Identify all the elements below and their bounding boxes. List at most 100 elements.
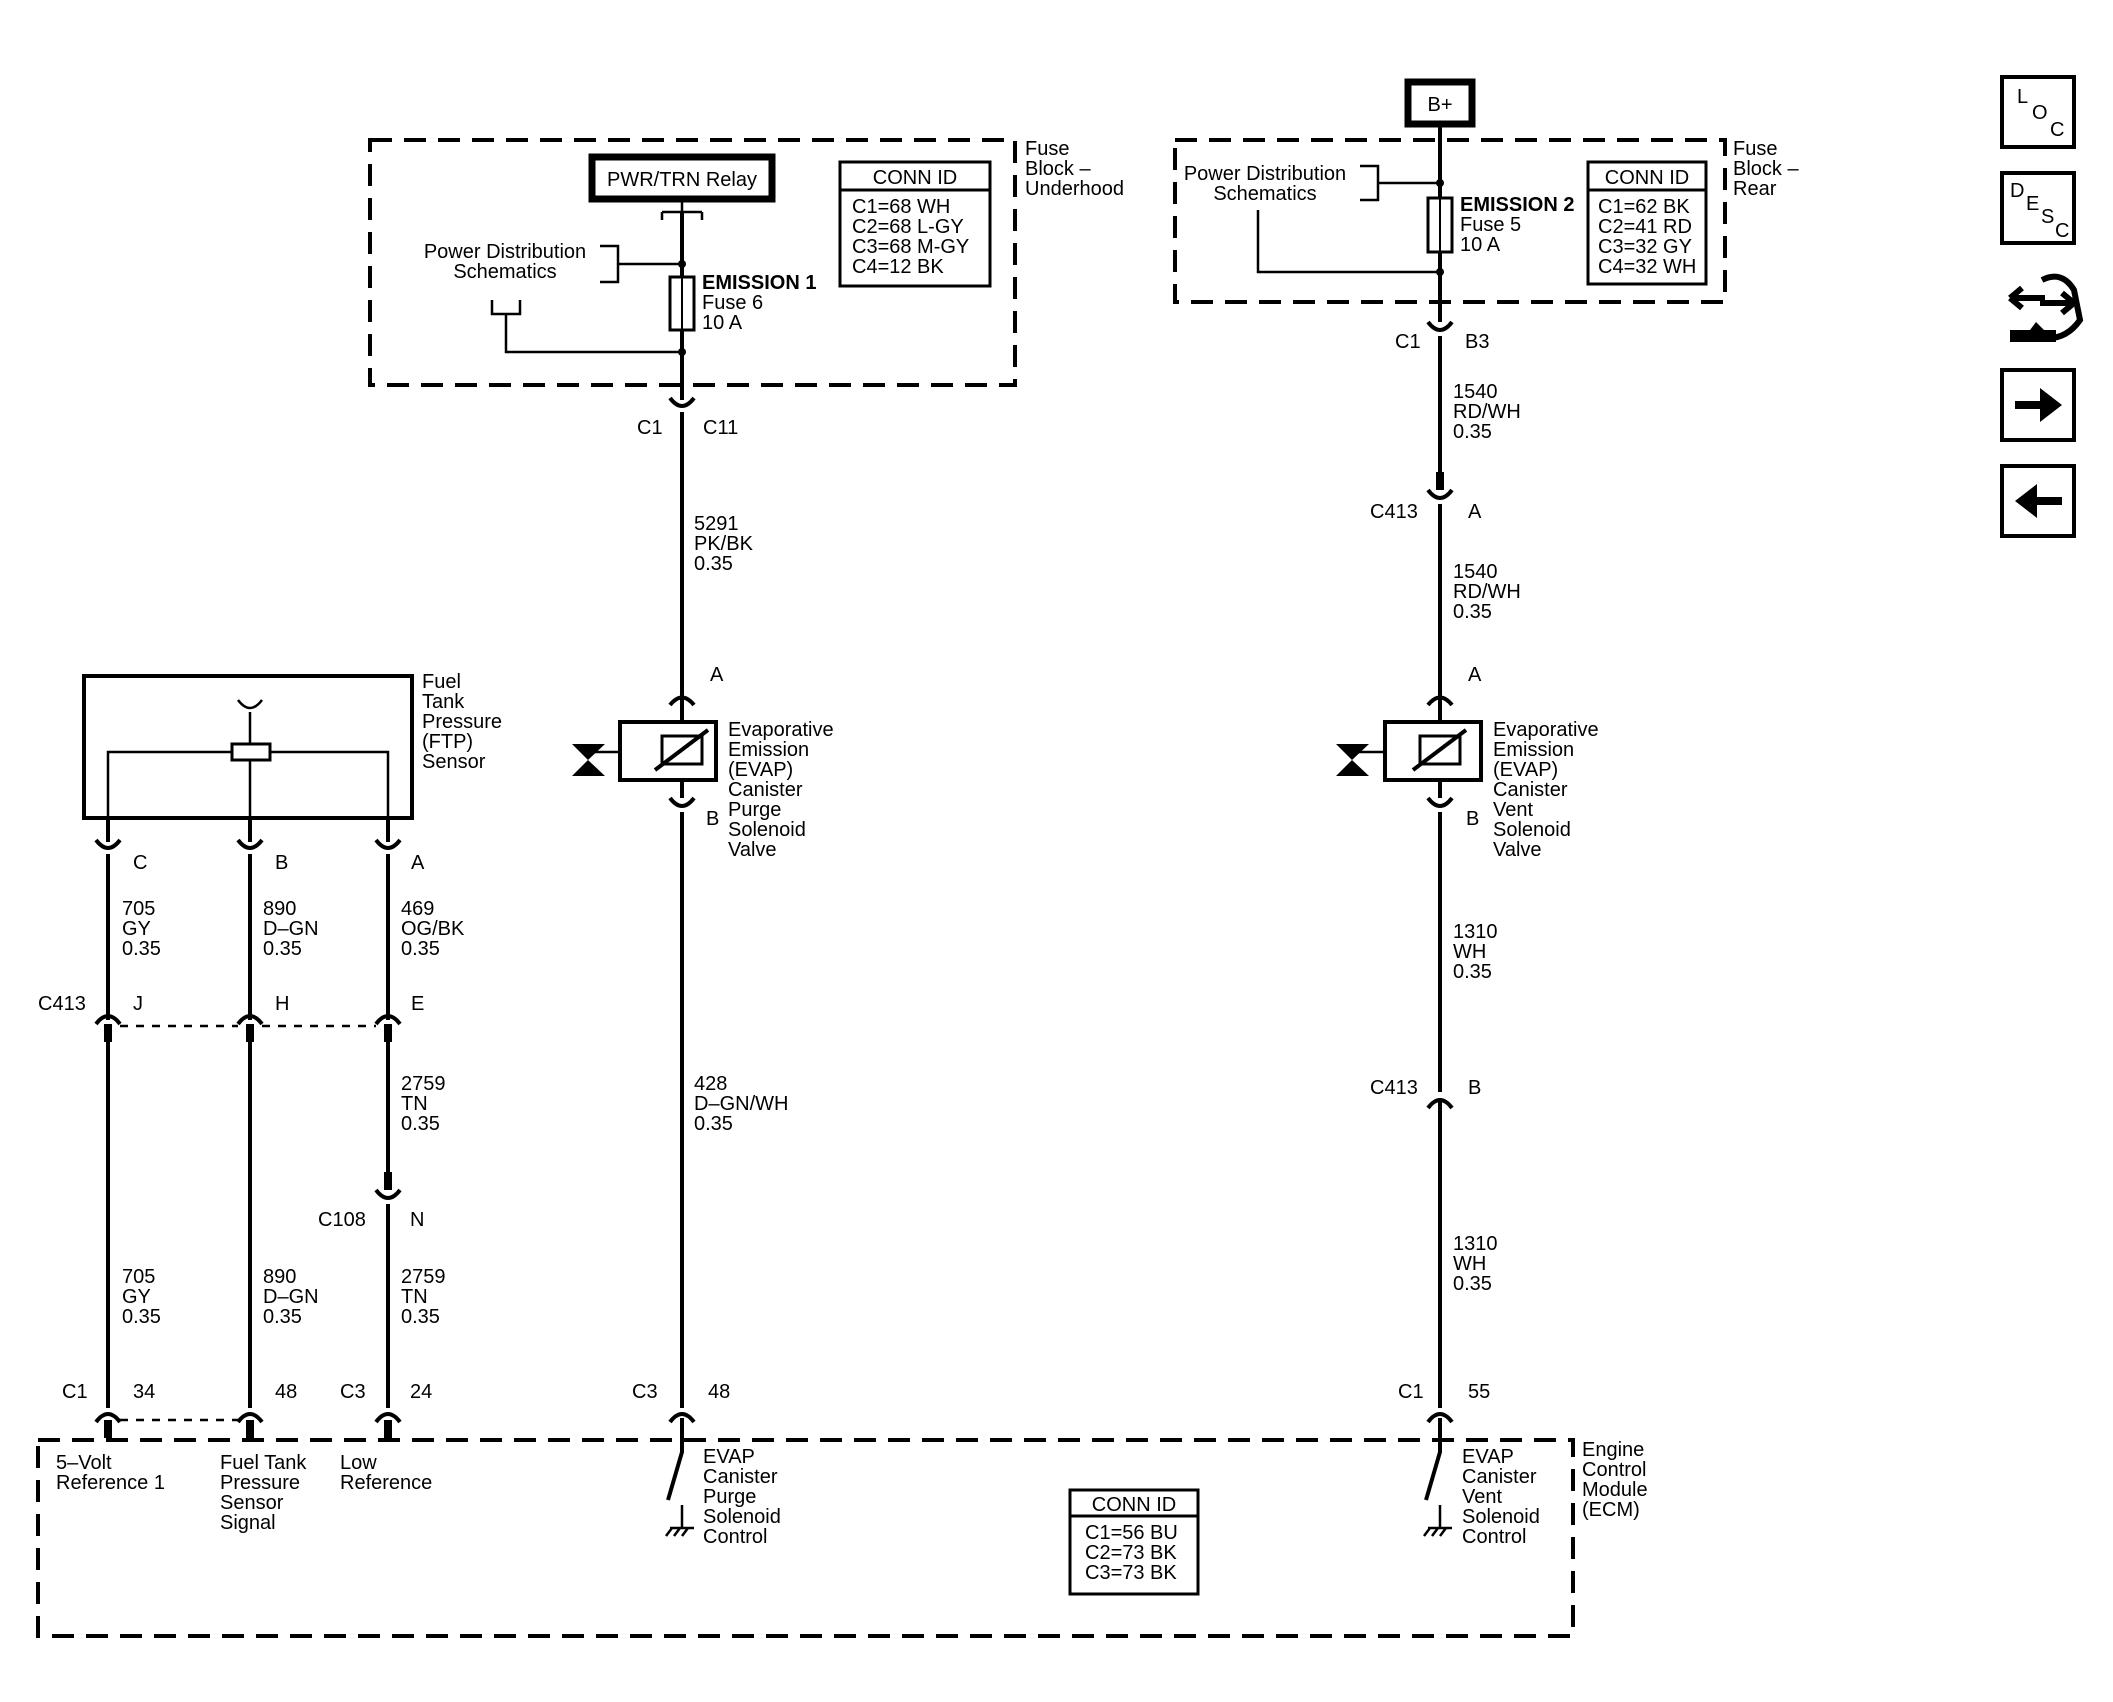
connector-label: C11: [703, 417, 738, 439]
connector-label: C1: [637, 417, 663, 439]
wire-gauge: 0.35: [263, 938, 302, 960]
purge-valve-label: Emission: [728, 739, 809, 761]
connector-pinout-icon[interactable]: [2008, 273, 2084, 342]
purge-driver-switch: [666, 1440, 684, 1501]
wire-color: D–GN/WH: [694, 1093, 788, 1115]
wire-circuit-number: 2759: [401, 1073, 446, 1095]
ecm-title: Module: [1582, 1479, 1648, 1501]
connector-label: C3: [340, 1381, 366, 1403]
ecm-title: Engine: [1582, 1439, 1644, 1461]
previous-arrow-button[interactable]: [2000, 464, 2076, 538]
fuse-block-underhood-title-3: Underhood: [1025, 178, 1124, 200]
vent-circuit: C1 B3 1540 RD/WH 0.35 C413 A 1540 RD/WH …: [1336, 320, 1599, 1548]
ftp-sensor-label: Pressure: [422, 711, 502, 733]
conn-id-row: C2=68 L-GY: [852, 216, 964, 238]
battery-positive-label: B+: [1427, 94, 1452, 116]
wire-color: RD/WH: [1453, 401, 1521, 423]
connector-label: C108: [318, 1209, 366, 1231]
connector-pin-label: B: [1466, 808, 1479, 830]
conn-id-row: C1=62 BK: [1598, 196, 1690, 218]
wire-circuit-number: 1540: [1453, 381, 1498, 403]
desc-letter-c: C: [2055, 220, 2069, 242]
desc-button[interactable]: D E S C: [2000, 171, 2076, 245]
desc-letter-s: S: [2041, 206, 2054, 228]
evap-purge-solenoid-valve[interactable]: [572, 720, 718, 782]
vent-valve-label: Emission: [1493, 739, 1574, 761]
purge-valve-label: Canister: [728, 779, 803, 801]
ecm-vent-control-label: Canister: [1462, 1466, 1537, 1488]
connector-pin-label: H: [275, 993, 289, 1015]
pwr-trn-relay[interactable]: PWR/TRN Relay: [588, 153, 776, 203]
ecm-vent-control-label: Control: [1462, 1526, 1526, 1548]
connector-c1-b3[interactable]: [1426, 320, 1454, 332]
wire-color: TN: [401, 1093, 428, 1115]
desc-letter-d: D: [2010, 180, 2024, 202]
connector-label: 34: [133, 1381, 155, 1403]
connector-c1-c11[interactable]: [668, 396, 696, 408]
connector-label: B: [1468, 1077, 1481, 1099]
connector-pin-label: A: [710, 664, 724, 686]
ecm-ftp-signal-label: Fuel Tank: [220, 1452, 307, 1474]
connector-c3-48[interactable]: [668, 1412, 696, 1424]
vent-valve-label: Canister: [1493, 779, 1568, 801]
desc-letter-e: E: [2026, 193, 2039, 215]
connector-label: C3: [632, 1381, 658, 1403]
evap-vent-solenoid-valve[interactable]: [1336, 720, 1483, 782]
vent-valve-label: (EVAP): [1493, 759, 1558, 781]
wire-color: TN: [401, 1286, 428, 1308]
conn-id-header: CONN ID: [1092, 1494, 1176, 1516]
purge-circuit: C1 C11 5291 PK/BK 0.35 A Evaporative Emi…: [572, 396, 834, 1548]
ecm-purge-control-label: Control: [703, 1526, 767, 1548]
connector-c108-n[interactable]: [374, 1188, 402, 1200]
ftp-sensor[interactable]: [82, 674, 414, 820]
wire-gauge: 0.35: [1453, 421, 1492, 443]
wire-circuit-number: 890: [263, 1266, 296, 1288]
ground-icon: [1423, 1505, 1452, 1537]
connector-c413-jhe[interactable]: [94, 1014, 402, 1026]
pwr-trn-relay-label: PWR/TRN Relay: [607, 169, 757, 191]
wire-gauge: 0.35: [1453, 601, 1492, 623]
wire-gauge: 0.35: [401, 1306, 440, 1328]
power-distribution-label-1: Power Distribution: [1184, 163, 1346, 185]
ecm-ftp-signal-label: Signal: [220, 1512, 276, 1534]
wire-gauge: 0.35: [122, 1306, 161, 1328]
connector-c413-a[interactable]: [1426, 488, 1454, 500]
emission-1-fuse-name: EMISSION 1: [702, 272, 816, 294]
connector-c1-55[interactable]: [1426, 1412, 1454, 1424]
conn-id-header: CONN ID: [873, 167, 957, 189]
emission-1-fuse-number: Fuse 6: [702, 292, 763, 314]
connector-pin-label: A: [1468, 664, 1482, 686]
purge-valve-label: Solenoid: [728, 819, 806, 841]
purge-valve-label: Valve: [728, 839, 777, 861]
power-distribution-label-2: Schematics: [1213, 183, 1316, 205]
emission-2-fuse[interactable]: [1426, 196, 1454, 254]
conn-id-row: C4=32 WH: [1598, 256, 1696, 278]
wire-circuit-number: 2759: [401, 1266, 446, 1288]
connector-label: C1: [62, 1381, 88, 1403]
ecm-vent-control-label: Solenoid: [1462, 1506, 1540, 1528]
wire-color: WH: [1453, 941, 1486, 963]
loc-button[interactable]: L O C: [2000, 75, 2076, 149]
vent-valve-label: Evaporative: [1493, 719, 1599, 741]
ecm-boundary: [36, 1438, 1575, 1638]
ecm-purge-control-label: Canister: [703, 1466, 778, 1488]
connector-label: B3: [1465, 331, 1489, 353]
ecm-5v-reference-label: 5–Volt: [56, 1452, 112, 1474]
emission-1-fuse[interactable]: [668, 275, 696, 332]
ftp-sensor-label: Tank: [422, 691, 465, 713]
wire-gauge: 0.35: [1453, 961, 1492, 983]
connector-c413-b[interactable]: [1426, 1098, 1454, 1110]
ecm-ftp-signal-label: Sensor: [220, 1492, 284, 1514]
fuse-block-rear-title-3: Rear: [1733, 178, 1777, 200]
ecm-5v-reference-label: Reference 1: [56, 1472, 165, 1494]
ftp-sensor-label: Sensor: [422, 751, 486, 773]
next-arrow-button[interactable]: [2000, 368, 2076, 442]
connector-ecm-ftp[interactable]: [94, 1412, 402, 1424]
wire-color: WH: [1453, 1253, 1486, 1275]
ftp-pin-label: C: [133, 852, 147, 874]
wire-gauge: 0.35: [1453, 1273, 1492, 1295]
wire-circuit-number: 1310: [1453, 921, 1498, 943]
engine-control-module: Engine Control Module (ECM) 5–Volt Refer…: [36, 1438, 1648, 1638]
conn-id-header: CONN ID: [1605, 167, 1689, 189]
